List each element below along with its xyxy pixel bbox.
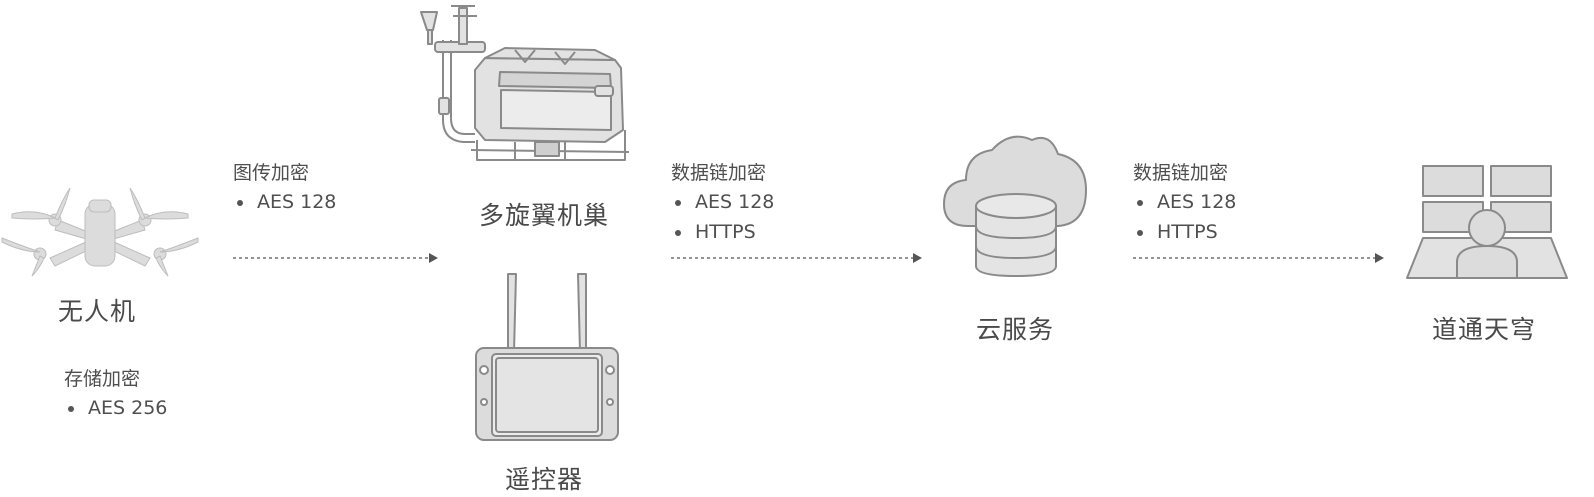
image-link-encryption: 图传加密 AES 128 xyxy=(233,158,336,217)
remote-label: 遥控器 xyxy=(505,465,584,494)
remote-controller-icon xyxy=(475,273,619,441)
data-link-encryption-1-item: AES 128 xyxy=(671,187,774,217)
dock-label: 多旋翼机巢 xyxy=(479,201,610,230)
storage-encryption-item: AES 256 xyxy=(64,393,167,423)
cloud-database-icon xyxy=(943,135,1087,277)
data-link-encryption-2-title: 数据链加密 xyxy=(1133,162,1229,184)
data-link-encryption-1-title: 数据链加密 xyxy=(671,162,767,184)
image-link-encryption-title: 图传加密 xyxy=(233,162,310,184)
data-link-encryption-1-item: HTTPS xyxy=(671,217,774,247)
storage-encryption-title: 存储加密 xyxy=(64,368,141,390)
dashed-arrow-3 xyxy=(1133,253,1384,263)
drone-icon xyxy=(1,187,199,277)
storage-encryption: 存储加密 AES 256 xyxy=(64,364,167,423)
data-link-encryption-2-item: HTTPS xyxy=(1133,217,1236,247)
image-link-encryption-item: AES 128 xyxy=(233,187,336,217)
data-link-encryption-2: 数据链加密 AES 128 HTTPS xyxy=(1133,158,1236,247)
cloud-label: 云服务 xyxy=(976,315,1055,344)
command-center-icon xyxy=(1406,165,1568,279)
drone-label: 无人机 xyxy=(58,297,137,326)
dock-icon xyxy=(420,5,630,161)
data-link-encryption-1: 数据链加密 AES 128 HTTPS xyxy=(671,158,774,247)
platform-label: 道通天穹 xyxy=(1432,315,1537,344)
data-link-encryption-2-item: AES 128 xyxy=(1133,187,1236,217)
dashed-arrow-2 xyxy=(671,253,922,263)
dashed-arrow-1 xyxy=(233,253,438,263)
